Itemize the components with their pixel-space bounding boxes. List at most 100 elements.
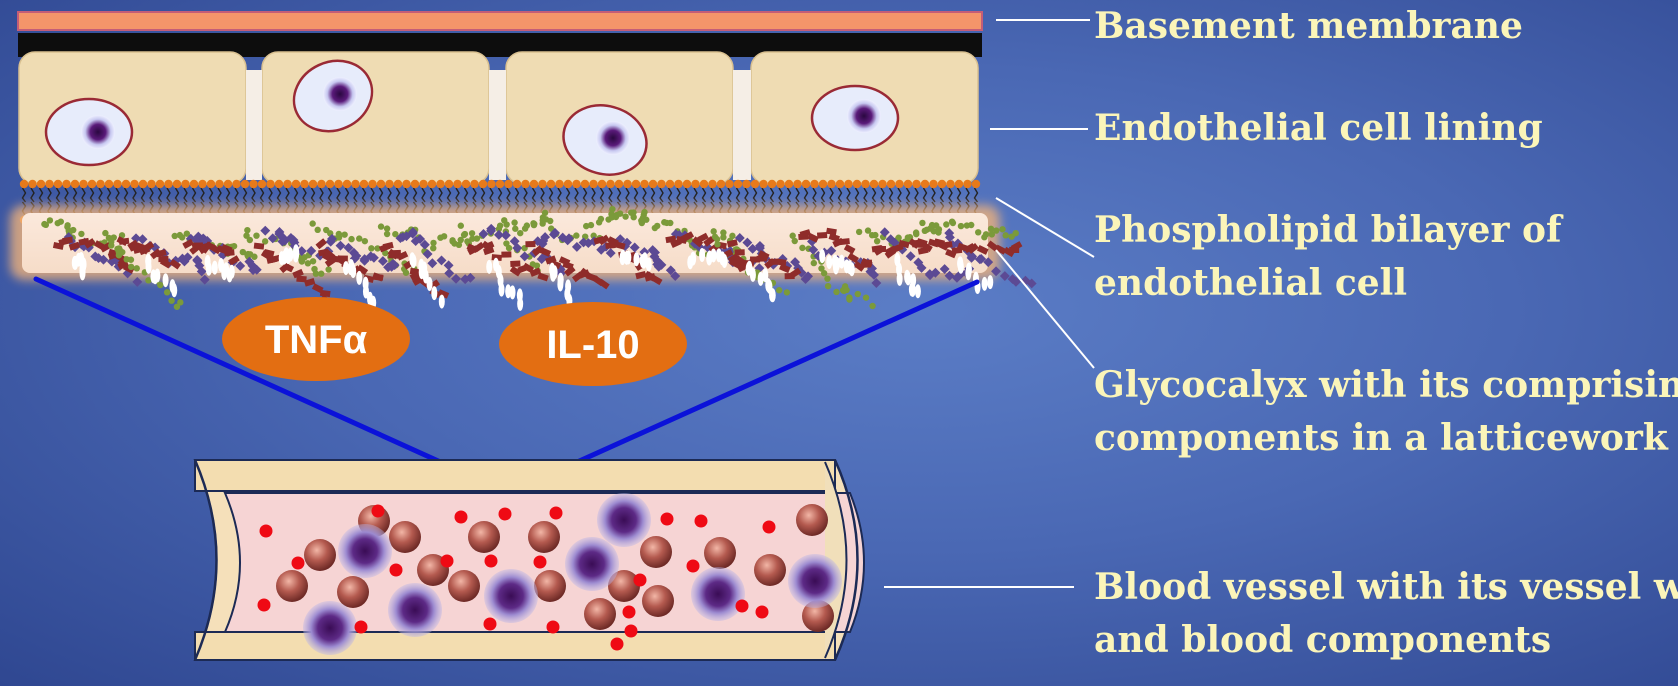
glycan-unit [119, 249, 125, 255]
phospholipid-head [20, 180, 28, 188]
glycan-unit [975, 229, 981, 235]
glycan-unit [461, 232, 467, 238]
phospholipid-head [54, 180, 62, 188]
lipid-tail [65, 188, 68, 202]
lipid-tail [82, 188, 85, 202]
lipid-tail [932, 188, 935, 202]
lipid-tail [91, 188, 94, 202]
glycan-unit [863, 294, 869, 300]
glycan-unit [588, 222, 594, 228]
glycan-unit [792, 238, 798, 244]
glycan-unit [817, 232, 827, 239]
glycan-unit [855, 291, 861, 297]
phospholipid-head [181, 180, 189, 188]
glycan-unit [287, 248, 293, 262]
phospholipid-head [96, 180, 104, 188]
lipid-tail [601, 188, 604, 202]
phospholipid-head [283, 180, 291, 188]
glycan-unit [776, 287, 782, 293]
lipid-tail [235, 188, 238, 202]
il10-badge: IL-10 [499, 302, 687, 386]
phospholipid-head [385, 180, 393, 188]
phospholipid-head [496, 180, 504, 188]
lipid-tail [788, 188, 791, 202]
blood-vessel [195, 460, 864, 660]
label-line: Phospholipid bilayer of [1094, 204, 1561, 257]
glycan-unit [247, 237, 253, 243]
white-blood-cell [338, 524, 392, 578]
glycan-unit [646, 258, 652, 272]
phospholipid-head [360, 180, 368, 188]
glycan-unit [839, 238, 850, 245]
glycan-unit [825, 283, 831, 289]
cell-nucleus [46, 99, 132, 165]
lipid-tail [176, 188, 179, 202]
lipid-tail [533, 188, 536, 202]
lipid-tail [584, 188, 587, 202]
cell-nucleus [812, 86, 898, 150]
phospholipid-head [79, 180, 87, 188]
lipid-tail [244, 188, 247, 202]
glycan-unit [849, 262, 855, 276]
phospholipid-head [793, 180, 801, 188]
phospholipid-head [640, 180, 648, 188]
phospholipid-head [759, 180, 767, 188]
glycan-unit [905, 271, 911, 285]
lipid-tail [57, 188, 60, 202]
lipid-tail [541, 188, 544, 202]
glycan-unit [729, 233, 735, 239]
glycan-unit [720, 229, 726, 235]
glycan-unit [224, 249, 235, 256]
glycan-unit [711, 248, 717, 262]
phospholipid-head [725, 180, 733, 188]
glycan-unit [557, 277, 563, 291]
glycan-unit [846, 296, 852, 302]
lipid-tail [652, 188, 655, 202]
phospholipid-head [751, 180, 759, 188]
phospholipid-head [904, 180, 912, 188]
glycan-unit [949, 218, 955, 224]
glycan-unit [469, 230, 475, 236]
phospholipid-head [538, 180, 546, 188]
platelet [736, 600, 749, 613]
platelet [634, 574, 647, 587]
glycan-unit [968, 222, 974, 228]
glycan-unit [915, 284, 921, 298]
glycan-unit [356, 271, 362, 285]
glycan-unit [909, 283, 915, 297]
phospholipid-head [844, 180, 852, 188]
lipid-tail [482, 188, 485, 202]
glycan-unit [503, 221, 509, 227]
platelet [756, 606, 769, 619]
lipid-tail [771, 188, 774, 202]
red-blood-cell [528, 521, 560, 553]
lipid-tail [643, 188, 646, 202]
lipid-tail [881, 188, 884, 202]
glycan-unit [525, 241, 535, 247]
glycan-unit [552, 265, 558, 279]
lipid-tail [507, 188, 510, 202]
lipid-tail [550, 188, 553, 202]
glycan-unit [348, 236, 354, 242]
glycan-unit [957, 256, 963, 270]
lipid-tail [805, 188, 808, 202]
phospholipid-head [224, 180, 232, 188]
glycan-unit [70, 227, 76, 233]
lipid-tail [23, 188, 26, 202]
glycan-unit [163, 273, 169, 287]
lipid-tail [856, 188, 859, 202]
glycan-unit [177, 299, 183, 305]
phospholipid-head [861, 180, 869, 188]
phospholipid-head [190, 180, 198, 188]
glycan-unit [314, 227, 320, 233]
platelet [547, 621, 560, 634]
phospholipid-bilayer-label: Phospholipid bilayer of endothelial cell [1094, 204, 1561, 310]
lipid-tail [405, 188, 408, 202]
phospholipid-head [156, 180, 164, 188]
red-blood-cell [640, 536, 672, 568]
label-line: Blood vessel with its vessel wall [1094, 561, 1678, 614]
glycan-unit [769, 288, 775, 302]
phospholipid-head [530, 180, 538, 188]
glycan-unit [501, 251, 511, 257]
glycan-unit [497, 222, 503, 228]
